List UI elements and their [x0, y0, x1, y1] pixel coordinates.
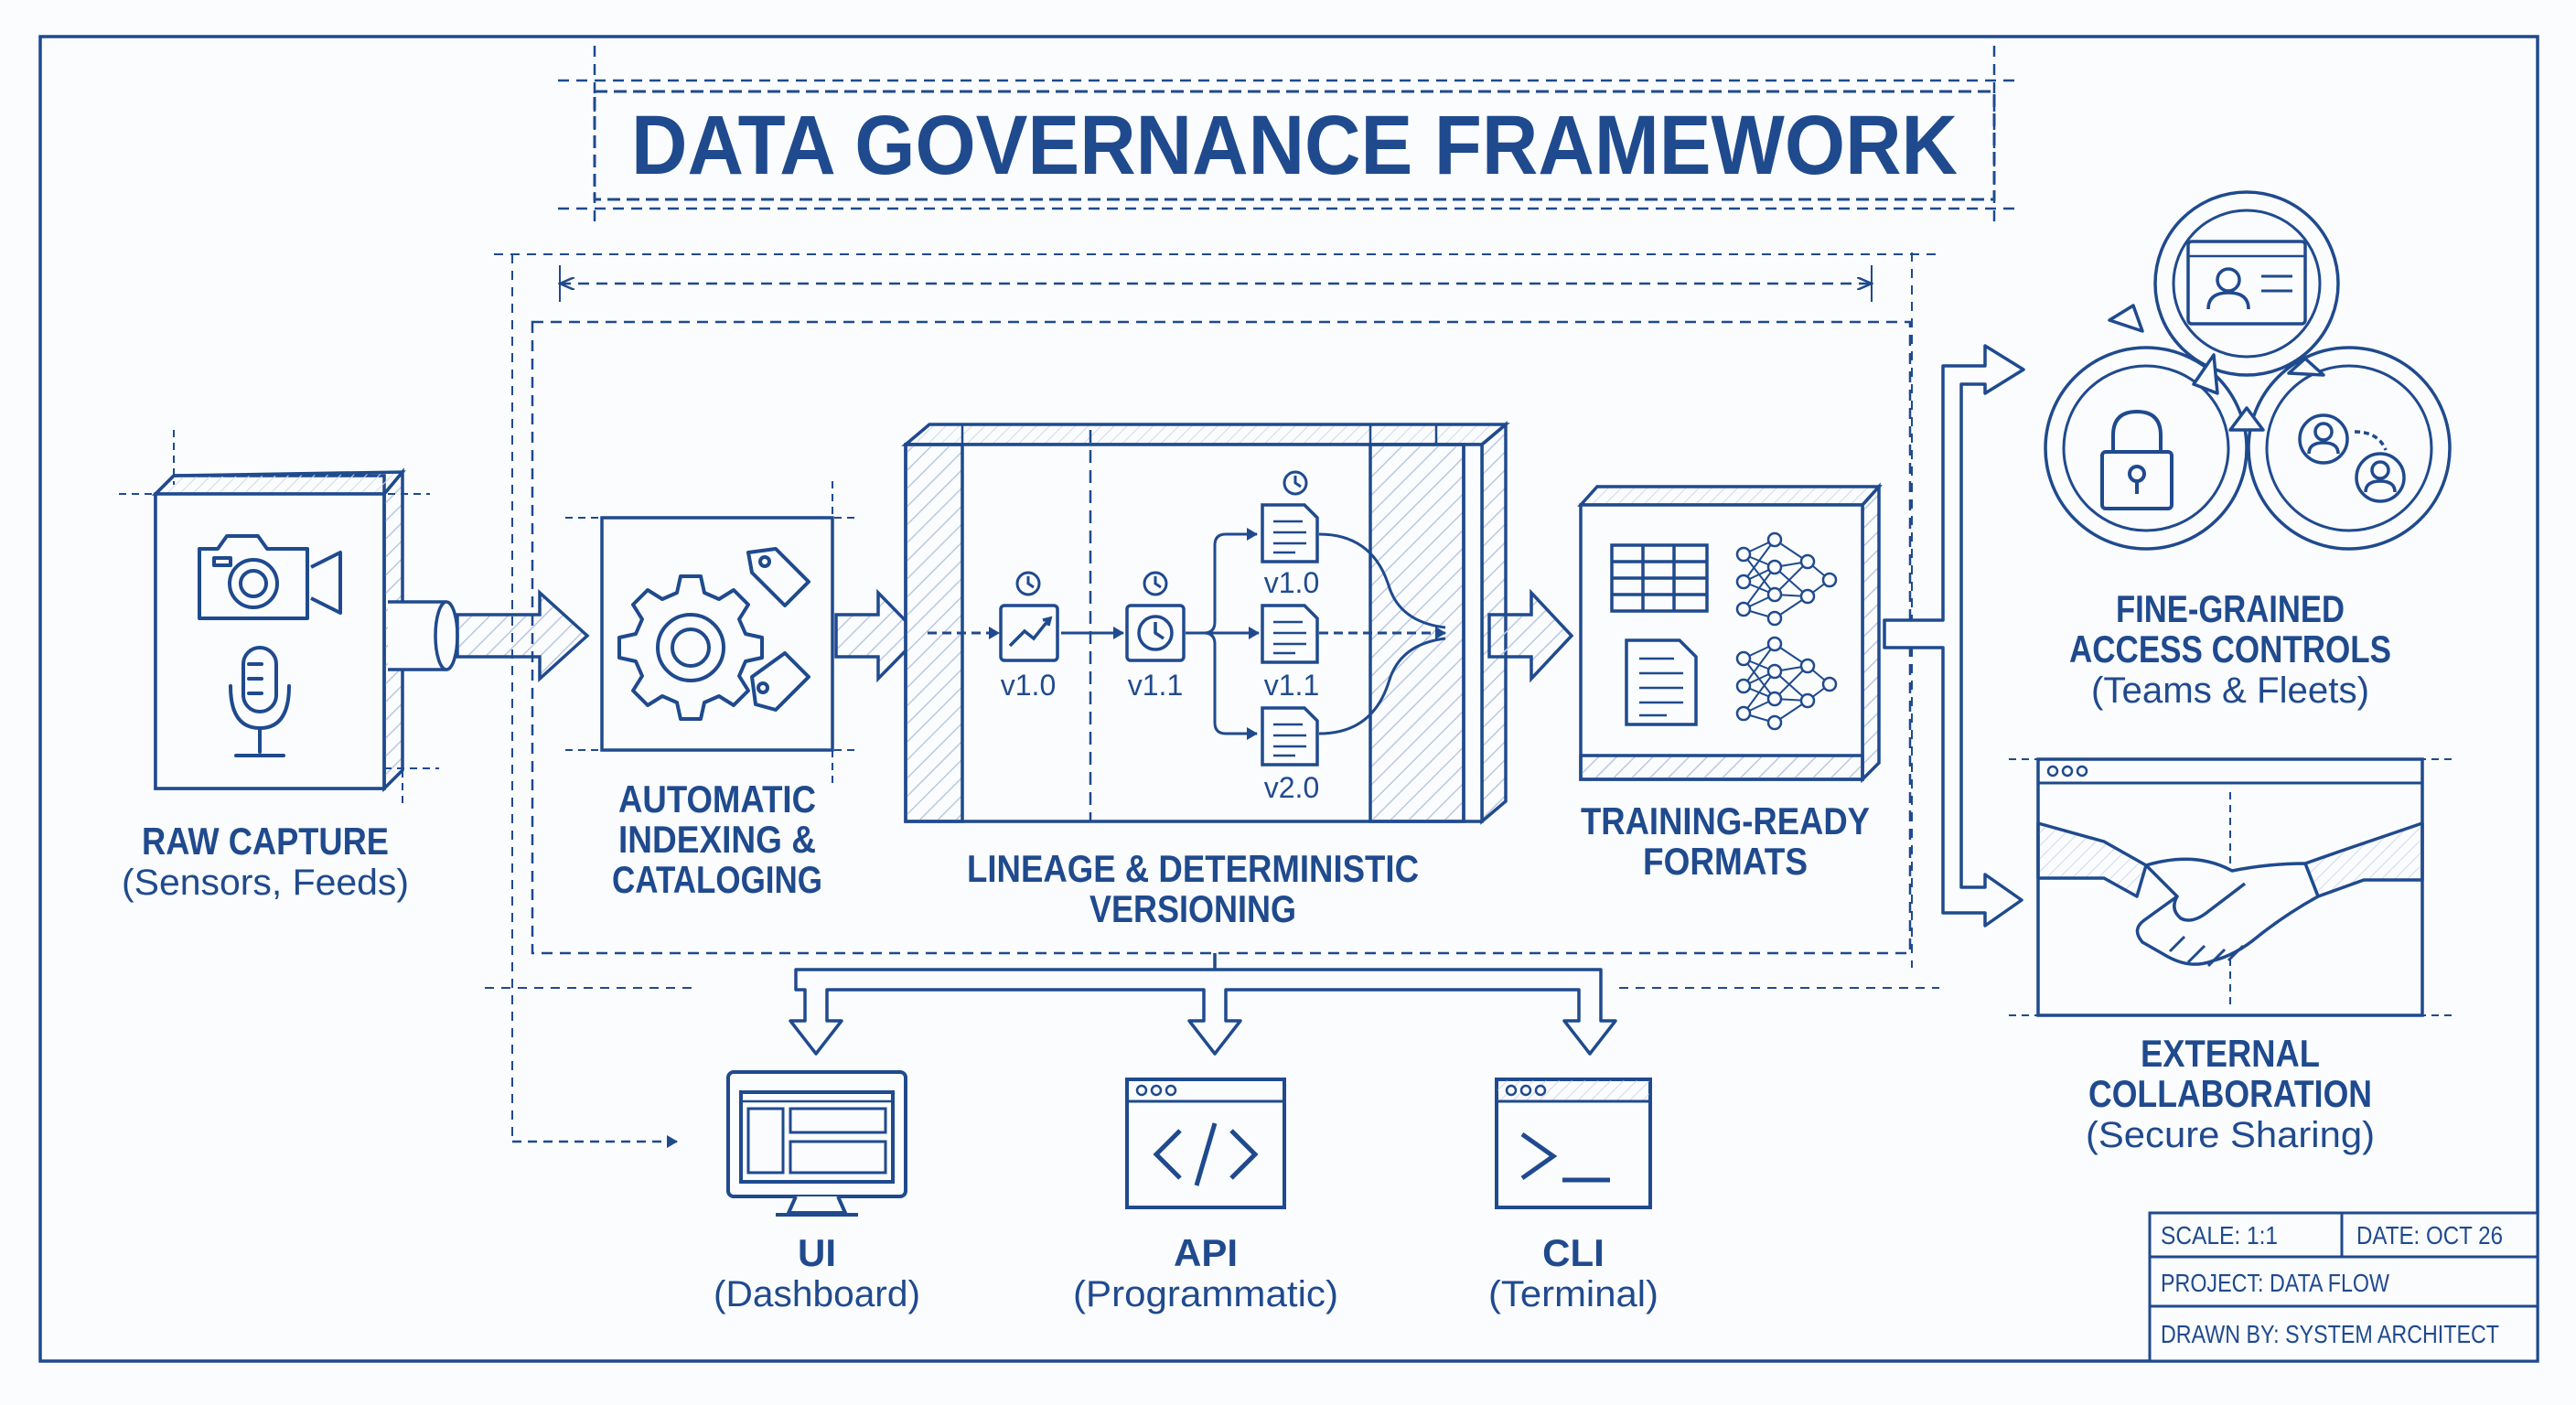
pipe-connector	[388, 600, 459, 671]
indexing-title-2: INDEXING &	[618, 818, 816, 861]
external-title-2: COLLABORATION	[2088, 1072, 2372, 1115]
version-label-main-1: v1.0	[1001, 669, 1056, 702]
lock-icon	[2100, 409, 2174, 510]
document-icon	[1261, 503, 1319, 563]
document-icon	[1261, 706, 1319, 767]
lineage-box	[901, 421, 1510, 825]
raw-capture-guides	[119, 430, 439, 805]
page-title: DATA GOVERNANCE FRAMEWORK	[631, 99, 1958, 192]
title-block-drawn-by: DRAWN BY: SYSTEM ARCHITECT	[2161, 1320, 2499, 1348]
flow-arrow-3	[1487, 588, 1574, 683]
access-title-1: FINE-GRAINED	[2116, 587, 2345, 630]
indexing-title-3: CATALOGING	[612, 858, 822, 901]
users-icon	[2298, 413, 2406, 503]
table-icon	[1610, 543, 1709, 613]
version-node-main-2	[1125, 604, 1186, 662]
handshake-icon	[2036, 821, 2424, 968]
clock-icon	[1283, 470, 1308, 496]
distribution-connector	[789, 953, 1617, 1056]
raw-capture-subtitle: (Sensors, Feeds)	[122, 863, 409, 903]
version-label-main-2: v1.1	[1128, 669, 1183, 702]
camera-icon	[198, 534, 342, 620]
title-box	[593, 90, 1996, 201]
fork-connector	[1883, 344, 2025, 928]
training-title-1: TRAINING-READY	[1581, 799, 1870, 842]
external-subtitle: (Secure Sharing)	[2086, 1115, 2375, 1155]
access-controls-rings	[2044, 190, 2452, 551]
lineage-flow-lines	[928, 528, 1446, 740]
cli-subtitle: (Terminal)	[1488, 1274, 1658, 1314]
sheet-frame	[38, 35, 2539, 1363]
training-title-2: FORMATS	[1643, 840, 1808, 883]
title-block-scale: SCALE: 1:1	[2161, 1221, 2278, 1249]
code-icon	[1125, 1078, 1286, 1209]
title-block	[2148, 1211, 2539, 1363]
access-controls-arrows	[2108, 304, 2325, 432]
raw-capture-title: RAW CAPTURE	[142, 820, 389, 863]
indexing-guides	[565, 481, 860, 787]
flow-arrow-1	[456, 589, 590, 682]
ui-title: UI	[798, 1231, 836, 1274]
cli-title: CLI	[1542, 1231, 1605, 1274]
access-title-2: ACCESS CONTROLS	[2069, 627, 2391, 670]
external-title-1: EXTERNAL	[2141, 1032, 2320, 1075]
version-node-main-1	[999, 604, 1059, 662]
title-block-date: DATE: OCT 26	[2356, 1221, 2503, 1249]
version-label-branch-1: v1.0	[1264, 566, 1319, 599]
neural-network-icon	[1735, 531, 1838, 627]
title-block-project: PROJECT: DATA FLOW	[2161, 1269, 2389, 1297]
document-icon	[1261, 604, 1319, 664]
indexing-title-1: AUTOMATIC	[618, 778, 816, 820]
flow-arrow-2	[834, 588, 923, 683]
terminal-icon	[1495, 1078, 1652, 1209]
document-icon	[1625, 638, 1698, 726]
api-title: API	[1174, 1231, 1238, 1274]
version-label-branch-2: v1.1	[1264, 669, 1319, 702]
clock-icon	[1015, 571, 1041, 596]
api-subtitle: (Programmatic)	[1073, 1274, 1338, 1314]
ui-subtitle: (Dashboard)	[714, 1274, 920, 1314]
gear-icon	[617, 574, 764, 721]
neural-network-icon	[1735, 636, 1838, 731]
microphone-icon	[229, 646, 291, 757]
monitor-icon	[726, 1070, 907, 1217]
raw-capture-box	[151, 467, 406, 793]
profile-card-icon	[2186, 240, 2307, 326]
access-subtitle: (Teams & Fleets)	[2091, 670, 2369, 711]
clock-icon	[1143, 571, 1168, 596]
version-label-branch-3: v2.0	[1264, 771, 1319, 804]
training-box	[1577, 482, 1883, 784]
lineage-title-1: LINEAGE & DETERMINISTIC	[967, 847, 1419, 890]
tag-icon	[746, 547, 810, 712]
lineage-title-2: VERSIONING	[1089, 887, 1296, 930]
